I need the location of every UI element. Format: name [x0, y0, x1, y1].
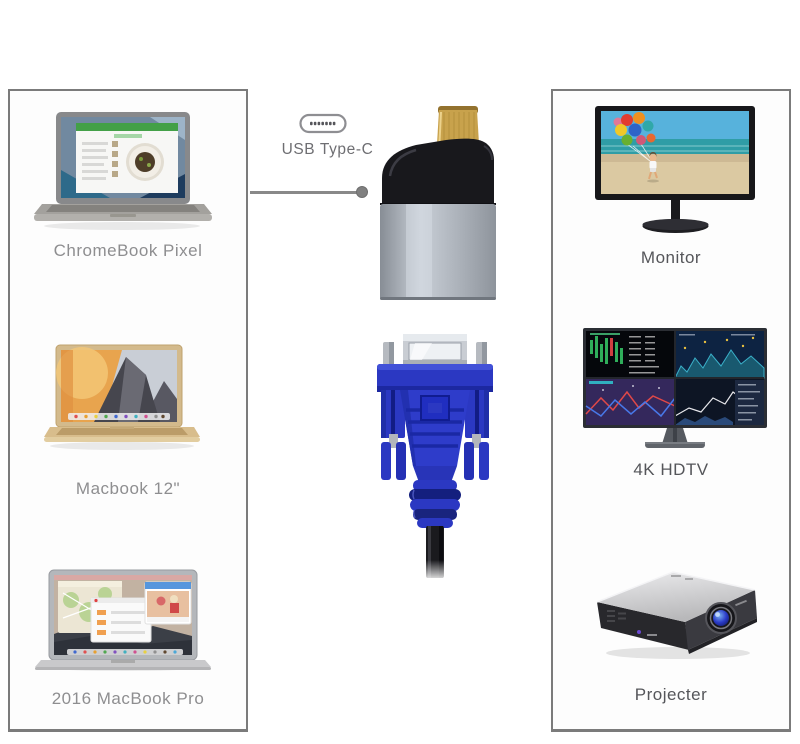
- chromebook-pixel-photo: [30, 110, 215, 232]
- macbook-12-photo: [42, 343, 202, 451]
- usb-type-c-label: USB Type-C: [281, 141, 374, 158]
- device-label-4k-hdtv: 4K HDTV: [633, 460, 709, 479]
- device-label-projector: Projecter: [634, 685, 708, 704]
- usb-type-c-port-icon: [298, 112, 348, 136]
- device-label-macbook-12: Macbook 12": [75, 479, 181, 498]
- projector-photo: [583, 560, 767, 660]
- connector-line: [250, 191, 360, 194]
- usb-c-adapter-photo: [376, 104, 500, 304]
- vga-connector-photo: [370, 330, 500, 585]
- device-label-monitor: Monitor: [640, 248, 702, 267]
- monitor-photo: [593, 106, 758, 236]
- connector-line-end-dot: [356, 186, 368, 198]
- 4k-hdtv-photo: [581, 328, 769, 450]
- macbook-pro-2016-photo: [33, 568, 213, 672]
- device-label-chromebook-pixel: ChromeBook Pixel: [53, 241, 203, 260]
- device-label-macbook-pro-2016: 2016 MacBook Pro: [51, 689, 205, 708]
